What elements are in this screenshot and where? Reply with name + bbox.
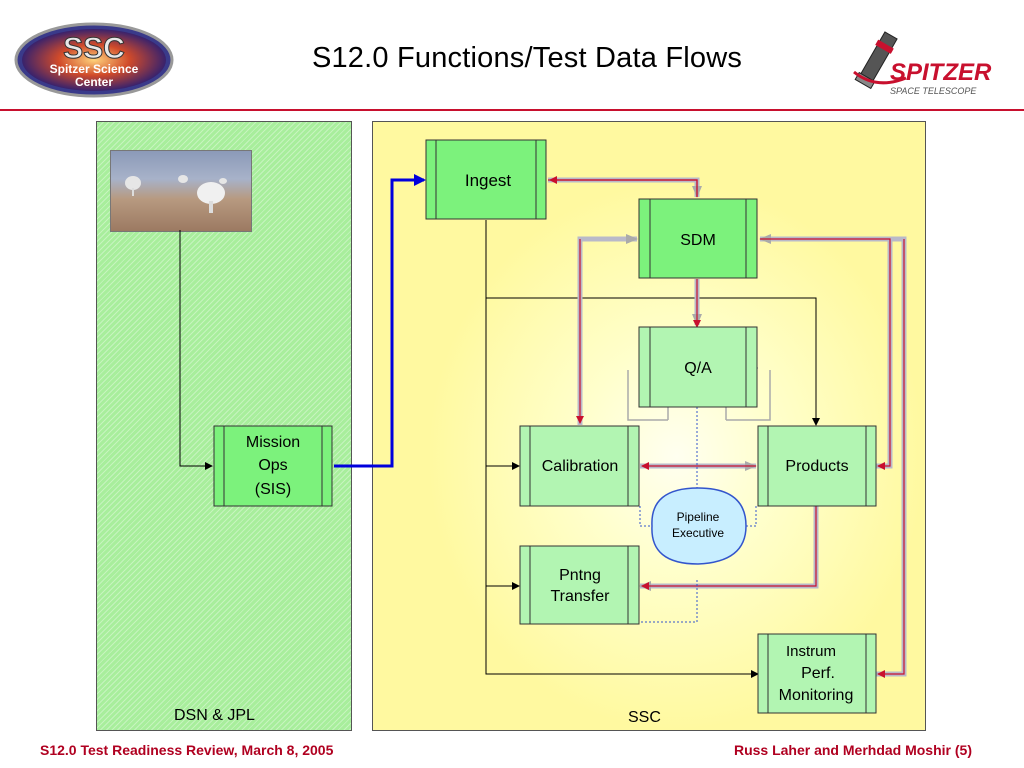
ingest-to-instrum-line — [485, 220, 759, 678]
sdm-label: SDM — [680, 232, 716, 249]
pipeline-executive-shape — [651, 487, 747, 565]
instrum-perf-node: Instrum Perf. Monitoring — [757, 633, 877, 714]
pipeline-executive-label-1: Pipeline — [677, 510, 720, 524]
pipeline-products-control — [744, 506, 757, 527]
spitzer-logo: SPITZER SPACE TELESCOPE — [853, 31, 992, 96]
qa-right-loop-2 — [726, 370, 771, 421]
qa-node: Q/A — [638, 326, 758, 408]
ssc-logo: SSC Spitzer Science Center — [14, 22, 174, 98]
mission-ops-node: Mission Ops (SIS) — [213, 425, 333, 507]
ingest-sdm-flow — [548, 177, 702, 198]
qa-label: Q/A — [684, 360, 712, 377]
sdm-ingest-return — [549, 176, 698, 197]
ingest-label: Ingest — [465, 171, 512, 190]
pntng-transfer-label-1: Pntng — [559, 567, 601, 584]
calibration-label: Calibration — [542, 458, 618, 475]
instrum-perf-label-1: Instrum — [786, 643, 836, 660]
header-rule — [0, 109, 1024, 111]
pipeline-executive-label-2: Executive — [672, 526, 724, 540]
dsn-jpl-label: DSN & JPL — [174, 707, 255, 724]
spitzer-logo-text: SPITZER — [890, 59, 992, 86]
pntng-transfer-label-2: Transfer — [551, 588, 611, 605]
mission-ops-to-ingest-link — [334, 174, 426, 468]
products-label: Products — [785, 458, 848, 475]
footer-right: Russ Laher and Merhdad Moshir (5) — [733, 742, 972, 758]
footer-left: S12.0 Test Readiness Review, March 8, 20… — [40, 742, 334, 758]
page-title: S12.0 Functions/Test Data Flows — [311, 42, 743, 74]
pntng-transfer-node: Pntng Transfer — [519, 545, 640, 625]
mission-ops-label-2: Ops — [258, 457, 287, 474]
mission-ops-label-1: Mission — [246, 434, 300, 451]
ingest-to-products-line — [486, 297, 820, 426]
ssc-logo-subtext: Spitzer Science — [50, 62, 139, 76]
antenna-photo — [110, 150, 252, 232]
pipeline-pntng-control — [640, 580, 698, 623]
ingest-node: Ingest — [425, 139, 547, 220]
instrum-perf-label-3: Monitoring — [779, 687, 854, 704]
instrum-perf-label-2: Perf. — [801, 665, 835, 682]
calibration-node: Calibration — [519, 425, 640, 507]
ingest-sdm-flow-core — [548, 179, 698, 197]
sdm-instrum-return — [877, 239, 905, 678]
ssc-logo-text: SSC — [63, 32, 125, 65]
products-pntng-return — [641, 506, 817, 590]
mission-ops-label-3: (SIS) — [255, 481, 291, 498]
pipeline-calibration-control — [639, 506, 650, 527]
products-node: Products — [757, 425, 877, 507]
sdm-node: SDM — [638, 198, 758, 279]
ssc-label: SSC — [628, 709, 661, 726]
sdm-products-return — [760, 238, 891, 470]
photo-to-mission-ops-line — [179, 230, 213, 470]
qa-left-loop-2 — [627, 370, 668, 421]
ssc-logo-subtext-2: Center — [75, 75, 113, 89]
spitzer-logo-subtext: SPACE TELESCOPE — [890, 86, 977, 96]
